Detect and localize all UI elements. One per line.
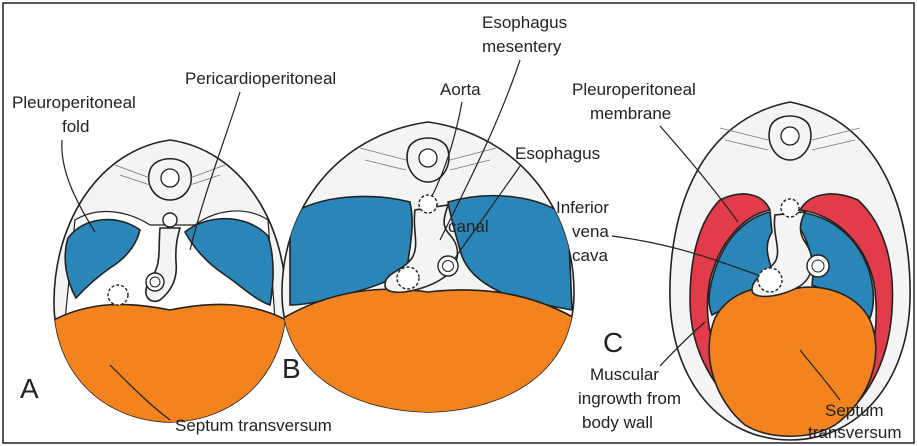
ivc-c: [758, 268, 782, 292]
label-esophagus-mesentery: Esophagus: [482, 13, 567, 32]
label-pleuroperitoneal-membrane-2: membrane: [590, 104, 671, 123]
label-pleuroperitoneal-fold: Pleuroperitoneal: [12, 93, 136, 112]
label-pleuroperitoneal-fold-2: fold: [62, 117, 89, 136]
aorta-a: [163, 213, 177, 227]
esophagus-b: [438, 256, 458, 276]
panel-letter-b: B: [282, 353, 301, 384]
panel-letter-a: A: [20, 373, 39, 404]
ivc-b: [397, 267, 419, 289]
label-esophagus: Esophagus: [515, 144, 600, 163]
aorta-c: [781, 199, 799, 217]
panel-letter-c: C: [603, 327, 623, 358]
label-esophagus-mesentery-2: mesentery: [482, 37, 562, 56]
label-inferior-vena-cava-2: vena: [572, 222, 609, 241]
esophagus-a: [146, 273, 164, 291]
label-inferior-vena-cava-3: cava: [572, 246, 608, 265]
label-pleuroperitoneal-membrane: Pleuroperitoneal: [572, 80, 696, 99]
label-pericardioperitoneal: Pericardioperitoneal: [185, 69, 336, 88]
aorta-b: [419, 195, 437, 213]
label-septum-transversum-a: Septum transversum: [175, 416, 332, 435]
label-muscular-ingrowth-3: body wall: [582, 413, 653, 432]
label-inferior-vena-cava: Inferior: [556, 198, 609, 217]
ivc-a: [108, 285, 128, 305]
label-aorta: Aorta: [440, 80, 481, 99]
label-muscular-ingrowth: Muscular: [590, 365, 659, 384]
label-muscular-ingrowth-2: ingrowth from: [578, 389, 681, 408]
esophagus-c: [807, 255, 829, 277]
label-septum-transversum-c: Septum: [825, 401, 884, 420]
label-septum-transversum-c-2: transversum: [808, 423, 902, 442]
